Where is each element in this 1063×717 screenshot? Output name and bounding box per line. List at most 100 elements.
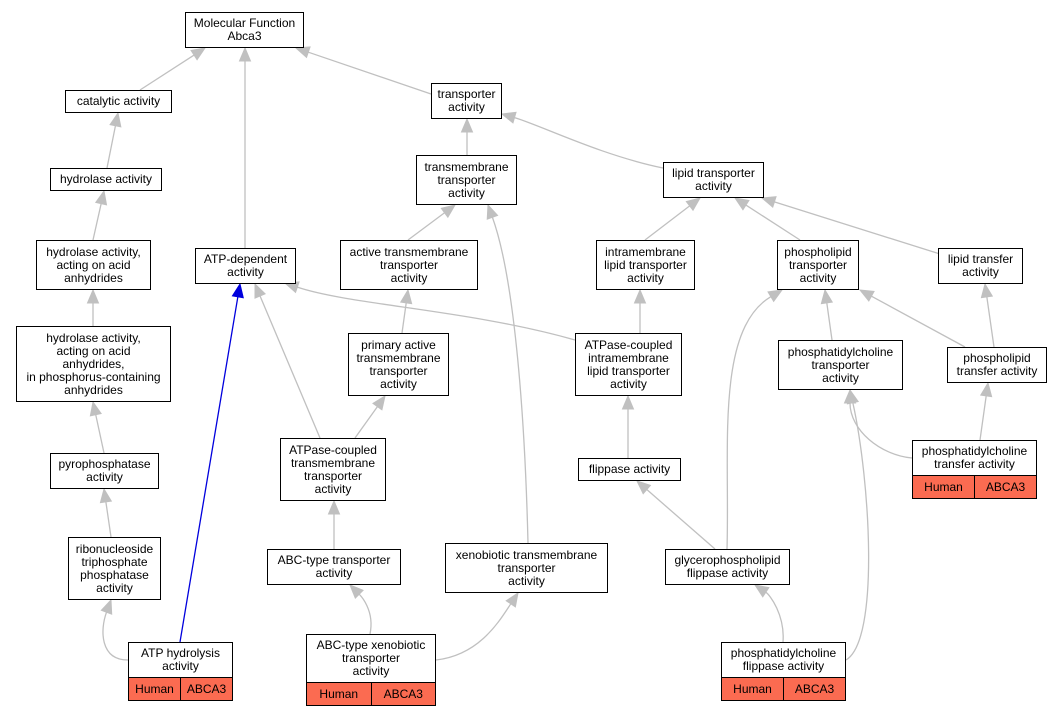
go-term-xenobiotic-tm[interactable]: xenobiotic transmembrane transporter act… [445, 543, 608, 593]
go-term-label: ATP-dependent activity [203, 252, 288, 279]
go-term-primary-active[interactable]: primary active transmembrane transporter… [348, 333, 449, 396]
edge-active-tm-to-tm-transporter [407, 212, 445, 241]
go-term-label: xenobiotic transmembrane transporter act… [455, 547, 598, 588]
arrowhead-flippase-to-atpase-intramembrane [621, 394, 635, 410]
edge-pc-transfer-to-phospholipid-transfer [979, 395, 987, 441]
arrowhead-phospholipid-transfer-to-phospholipid-transporter [858, 289, 875, 302]
go-term-atp-dependent[interactable]: ATP-dependent activity [195, 248, 296, 284]
go-term-label: catalytic activity [76, 94, 161, 108]
go-term-label: lipid transporter activity [672, 166, 755, 193]
go-term-hydro-phosphorus[interactable]: hydrolase activity, acting on acid anhyd… [16, 326, 171, 402]
species-cell[interactable]: Human [307, 683, 371, 705]
arrowhead-glycero-flippase-to-phospholipid-transporter [767, 289, 784, 303]
go-term-phospholipid-transporter[interactable]: phospholipid transporter activity [777, 240, 859, 290]
go-term-label: ATPase-coupled transmembrane transporter… [289, 442, 377, 496]
go-term-active-tm[interactable]: active transmembrane transporter activit… [340, 240, 478, 290]
arrowhead-hydrolase-to-catalytic [109, 111, 122, 128]
gene-cell[interactable]: ABCA3 [783, 678, 845, 700]
go-term-label: phospholipid transporter activity [784, 244, 852, 285]
arrowhead-lipid-transfer-to-lipid-transporter [760, 196, 777, 209]
arrowhead-ribonucleoside-to-pyrophosphatase [99, 487, 113, 504]
go-term-ribonucleoside[interactable]: ribonucleoside triphosphate phosphatase … [68, 537, 161, 600]
arrowhead-phospholipid-transfer-to-lipid-transfer [980, 282, 994, 299]
edge-pc-transporter-to-phospholipid-transporter [826, 302, 833, 341]
edge-pyrophosphatase-to-hydro-phosphorus [95, 414, 105, 454]
go-term-flippase[interactable]: flippase activity [578, 458, 681, 481]
edge-glycero-flippase-to-phospholipid-transporter [726, 296, 772, 550]
go-term-lipid-transporter[interactable]: lipid transporter activity [663, 162, 764, 198]
go-term-hydrolase[interactable]: hydrolase activity [50, 168, 162, 191]
edge-lipid-transfer-to-lipid-transporter [774, 201, 941, 255]
edge-xenobiotic-tm-to-tm-transporter [491, 217, 529, 544]
go-term-atpase-intramembrane[interactable]: ATPase-coupled intramembrane lipid trans… [575, 333, 682, 396]
edge-atpase-tm-to-atp-dependent [259, 295, 321, 439]
go-term-label: primary active transmembrane transporter… [356, 337, 441, 391]
go-term-label: ABC-type transporter activity [277, 553, 391, 580]
edge-lipid-transporter-to-transporter [514, 116, 664, 169]
arrowhead-hydro-anhydrides-to-hydrolase [94, 189, 108, 206]
go-term-abc-transporter[interactable]: ABC-type transporter activity [267, 549, 401, 585]
go-term-label: phosphatidylcholine flippase activity [730, 646, 837, 673]
go-term-phospholipid-transfer[interactable]: phospholipid transfer activity [947, 347, 1047, 383]
go-term-hydro-anhydrides[interactable]: hydrolase activity, acting on acid anhyd… [36, 240, 151, 290]
edge-abc-xenobiotic-to-xenobiotic-tm [435, 603, 512, 661]
go-term-label: hydrolase activity, acting on acid anhyd… [26, 330, 161, 397]
go-term-label: ATP hydrolysis activity [141, 646, 220, 673]
edge-pc-transfer-to-pc-transporter [849, 402, 913, 459]
arrowhead-phospholipid-transporter-to-lipid-transporter [733, 197, 750, 211]
edge-phospholipid-transfer-to-phospholipid-transporter [871, 295, 966, 348]
edge-transporter-to-mf [308, 51, 432, 95]
arrowhead-transporter-to-mf [294, 46, 311, 59]
gene-cell[interactable]: ABCA3 [180, 678, 232, 700]
arrowhead-atp-dependent-to-mf [238, 46, 252, 62]
go-term-abc-xenobiotic[interactable]: ABC-type xenobiotic transporter activity… [306, 634, 436, 706]
arrowhead-xenobiotic-tm-to-tm-transporter [486, 203, 499, 220]
go-term-lipid-transfer[interactable]: lipid transfer activity [938, 248, 1023, 284]
go-term-label: hydrolase activity [59, 172, 153, 186]
edge-abc-xenobiotic-to-abc-transporter [358, 593, 372, 635]
go-term-catalytic[interactable]: catalytic activity [65, 90, 172, 113]
go-term-label: phosphatidylcholine transporter activity [787, 344, 894, 385]
edge-atp-hydrolysis-to-ribonucleoside [102, 611, 129, 661]
arrowhead-atpase-tm-to-primary-active [372, 394, 386, 411]
gene-cell[interactable]: ABCA3 [974, 476, 1036, 498]
edge-catalytic-to-mf [139, 54, 195, 91]
edge-pc-flippase-to-glycero-flippase [765, 591, 784, 643]
species-cell[interactable]: Human [129, 678, 180, 700]
go-term-glycero-flippase[interactable]: glycerophospholipid flippase activity [665, 549, 790, 585]
go-term-transporter[interactable]: transporter activity [431, 83, 502, 119]
species-cell[interactable]: Human [722, 678, 783, 700]
go-term-pyrophosphatase[interactable]: pyrophosphatase activity [50, 453, 159, 489]
gene-cell[interactable]: ABCA3 [370, 683, 435, 705]
edge-atpase-tm-to-primary-active [354, 406, 378, 439]
go-term-label: glycerophospholipid flippase activity [674, 553, 781, 580]
arrowhead-lipid-transporter-to-transporter [500, 111, 517, 124]
go-term-pc-transporter[interactable]: phosphatidylcholine transporter activity [778, 340, 903, 390]
go-term-label: flippase activity [588, 462, 671, 476]
go-term-label: lipid transfer activity [947, 252, 1014, 279]
arrowhead-abc-xenobiotic-to-xenobiotic-tm [505, 591, 519, 608]
edge-primary-active-to-active-tm [401, 302, 407, 334]
go-term-mf[interactable]: Molecular Function Abca3 [185, 12, 304, 48]
go-term-tm-transporter[interactable]: transmembrane transporter activity [416, 155, 517, 205]
arrowhead-abc-transporter-to-atpase-tm [327, 499, 341, 515]
arrowhead-intramembrane-to-lipid-transporter [685, 197, 702, 212]
arrowhead-pc-transfer-to-phospholipid-transfer [979, 381, 993, 398]
go-term-label: transporter activity [437, 87, 496, 114]
edge-ribonucleoside-to-pyrophosphatase [105, 501, 112, 538]
edge-glycero-flippase-to-flippase [646, 489, 716, 550]
go-term-label: phospholipid transfer activity [956, 351, 1038, 378]
arrowhead-atp-hydrolysis-to-ribonucleoside [100, 598, 113, 615]
edge-hydro-anhydrides-to-hydrolase [92, 203, 102, 241]
go-term-intramembrane[interactable]: intramembrane lipid transporter activity [596, 240, 695, 290]
edge-intramembrane-to-lipid-transporter [644, 205, 691, 241]
species-cell[interactable]: Human [913, 476, 974, 498]
go-term-atpase-tm[interactable]: ATPase-coupled transmembrane transporter… [280, 438, 386, 501]
go-term-label: Molecular Function Abca3 [193, 16, 296, 43]
